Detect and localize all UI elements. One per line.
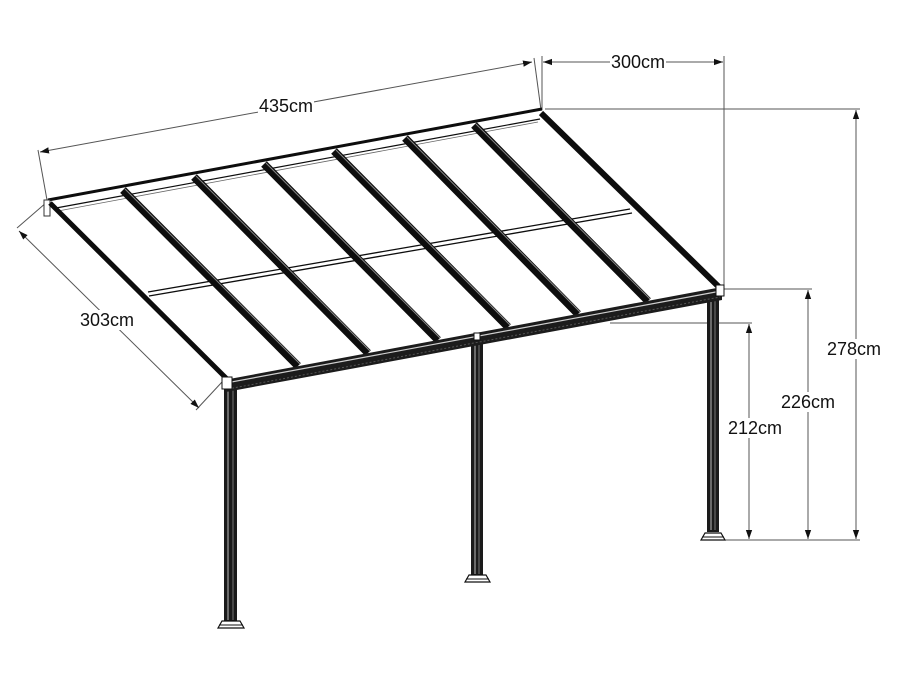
width-dimension-label: 435cm <box>258 96 315 116</box>
posts <box>216 298 727 629</box>
roof-panels <box>48 110 722 381</box>
rafters <box>48 110 724 382</box>
roof-length-dimension-label: 303cm <box>79 310 136 330</box>
clearance-height-dimension-label: 212cm <box>727 418 784 438</box>
wall-beam <box>43 107 543 217</box>
front-beam <box>221 284 725 392</box>
projection-dimension-label: 300cm <box>610 52 667 72</box>
wall-height-dimension-label: 278cm <box>826 339 883 359</box>
post-right <box>699 298 727 541</box>
mid-purlin <box>147 208 633 297</box>
post-left <box>216 386 246 629</box>
front-beam-height-dimension-label: 226cm <box>780 392 837 412</box>
post-middle <box>463 340 492 583</box>
